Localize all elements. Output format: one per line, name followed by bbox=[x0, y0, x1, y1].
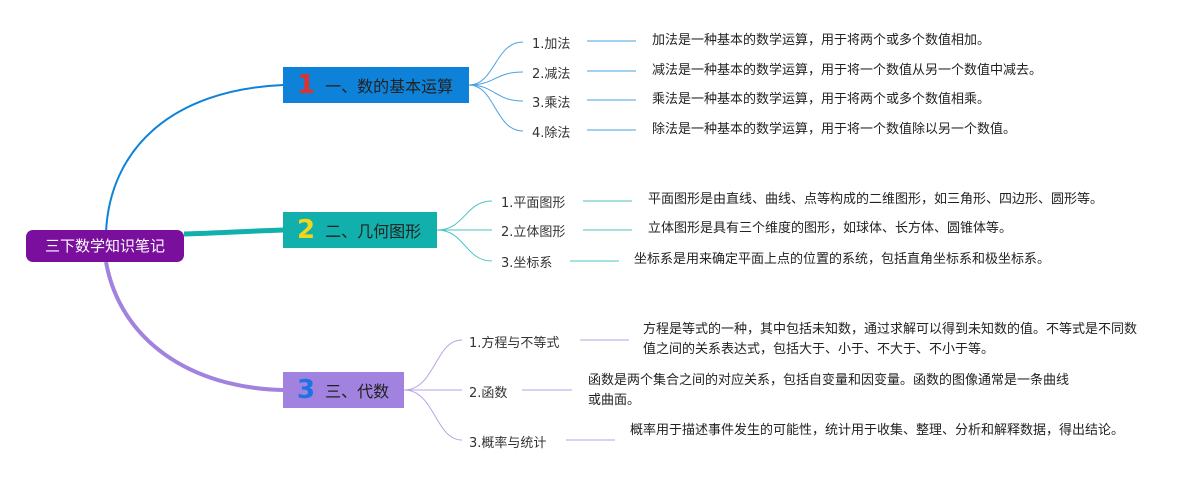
b2-link-1 bbox=[436, 200, 493, 231]
topic-description: 减法是一种基本的数学运算，用于将一个数值从另一个数值中减去。 bbox=[652, 63, 1043, 78]
topic-probability-statistics[interactable]: 3.概率与统计 bbox=[469, 436, 547, 451]
topic-solid-figures[interactable]: 2.立体图形 bbox=[501, 225, 566, 240]
topic-description: 函数是两个集合之间的对应关系，包括自变量和因变量。函数的图像通常是一条曲线或曲面… bbox=[588, 373, 1070, 408]
topic-coordinate-system[interactable]: 3.坐标系 bbox=[501, 256, 553, 271]
topic-description: 立体图形是具有三个维度的图形，如球体、长方体、圆锥体等。 bbox=[648, 221, 1013, 236]
topic-functions[interactable]: 2.函数 bbox=[469, 386, 508, 401]
root-link-1 bbox=[105, 84, 284, 233]
branch-node-arithmetic[interactable]: 1 一、数的基本运算 bbox=[283, 67, 469, 103]
branch-label: 三、代数 bbox=[325, 382, 390, 401]
topic-subtraction[interactable]: 2.减法 bbox=[532, 67, 571, 82]
root-node[interactable]: 三下数学知识笔记 bbox=[26, 230, 184, 262]
root-link-3 bbox=[104, 261, 284, 392]
branch-number-3: 3 bbox=[297, 375, 316, 405]
topic-description: 加法是一种基本的数学运算，用于将两个或多个数值相加。 bbox=[652, 33, 991, 48]
branch-label: 二、几何图形 bbox=[325, 222, 422, 241]
topic-description: 方程是等式的一种，其中包括未知数，通过求解可以得到未知数的值。不等式是不同数值之… bbox=[643, 322, 1138, 357]
topic-division[interactable]: 4.除法 bbox=[532, 126, 571, 141]
b1-link-1 bbox=[468, 41, 524, 86]
topic-description: 除法是一种基本的数学运算，用于将一个数值除以另一个数值。 bbox=[652, 122, 1017, 137]
b1-link-4 bbox=[468, 84, 524, 132]
topic-description: 乘法是一种基本的数学运算，用于将两个或多个数值相乘。 bbox=[652, 92, 991, 107]
topic-equations-inequalities[interactable]: 1.方程与不等式 bbox=[469, 336, 560, 351]
b2-link-3 bbox=[436, 229, 493, 262]
branch-node-algebra[interactable]: 3 三、代数 bbox=[283, 372, 404, 408]
branch-number-2: 2 bbox=[297, 215, 316, 245]
topic-plane-figures[interactable]: 1.平面图形 bbox=[501, 196, 566, 211]
b3-link-3 bbox=[403, 389, 463, 441]
root-link-2 bbox=[183, 227, 284, 237]
topic-multiplication[interactable]: 3.乘法 bbox=[532, 96, 571, 111]
b3-link-1 bbox=[403, 339, 463, 391]
topic-description: 坐标系是用来确定平面上点的位置的系统，包括直角坐标系和极坐标系。 bbox=[634, 252, 1051, 267]
branch-label: 一、数的基本运算 bbox=[325, 77, 454, 96]
topic-description: 概率用于描述事件发生的可能性，统计用于收集、整理、分析和解释数据，得出结论。 bbox=[630, 423, 1125, 438]
b1-link-3 bbox=[468, 84, 524, 102]
branch-node-geometry[interactable]: 2 二、几何图形 bbox=[283, 212, 437, 248]
topic-addition[interactable]: 1.加法 bbox=[532, 37, 571, 52]
b1-link-2 bbox=[468, 71, 524, 86]
branch-number-1: 1 bbox=[297, 70, 316, 100]
topic-description: 平面图形是由直线、曲线、点等构成的二维图形，如三角形、四边形、圆形等。 bbox=[648, 192, 1104, 207]
